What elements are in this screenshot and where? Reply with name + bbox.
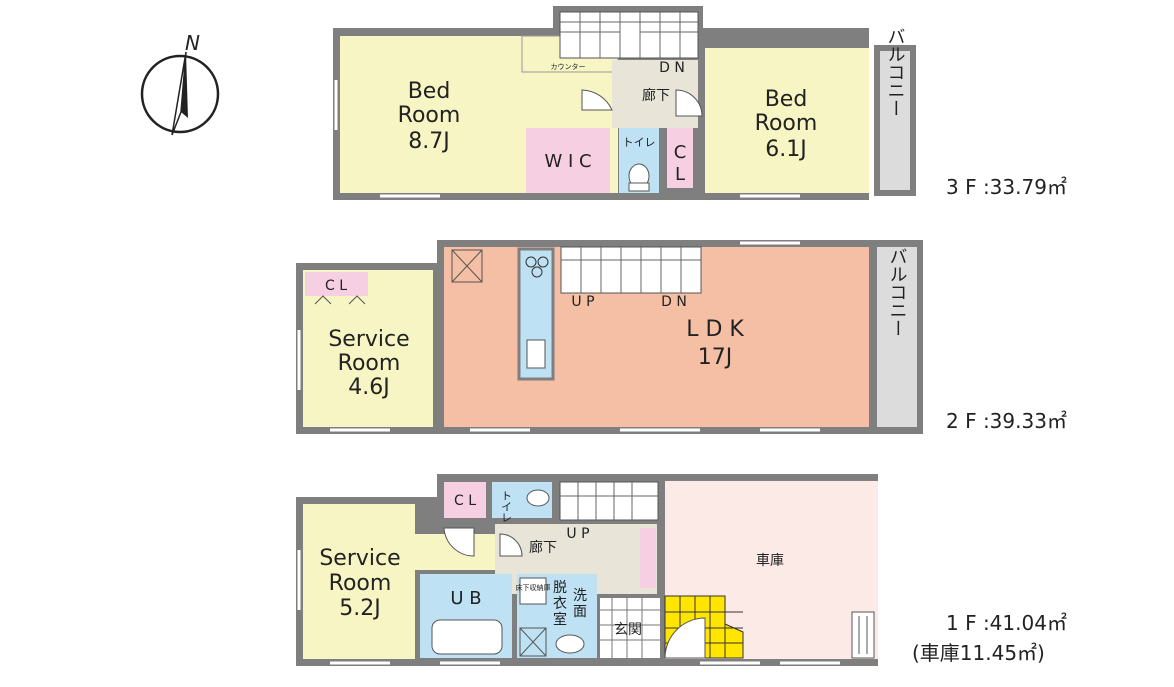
svg-text:Room: Room bbox=[338, 351, 401, 376]
svg-text:トイレ: トイレ bbox=[623, 136, 656, 149]
svg-text:L: L bbox=[675, 164, 685, 185]
svg-text:衣: 衣 bbox=[553, 596, 567, 612]
svg-text:D N: D N bbox=[661, 294, 687, 310]
stairs-2f bbox=[560, 246, 702, 294]
floor-3: Bed Room 8.7J カウンター W I C 廊下 トイレ C L D N… bbox=[333, 6, 1067, 200]
garage-area: (車庫11.45㎡) bbox=[912, 641, 1045, 665]
bathtub-icon bbox=[431, 619, 503, 655]
door-swing bbox=[664, 617, 706, 659]
svg-text:8.7J: 8.7J bbox=[408, 129, 449, 154]
svg-text:廊下: 廊下 bbox=[642, 87, 670, 104]
service-room-2f bbox=[303, 270, 433, 427]
stairs-3f bbox=[559, 11, 699, 59]
floor-1-area: 1 F :41.04㎡ bbox=[946, 611, 1067, 635]
svg-text:Room: Room bbox=[398, 103, 461, 128]
svg-text:玄関: 玄関 bbox=[614, 621, 642, 638]
svg-text:C: C bbox=[674, 142, 687, 163]
door-swing bbox=[675, 89, 703, 117]
svg-text:Bed: Bed bbox=[765, 87, 808, 112]
svg-text:廊下: 廊下 bbox=[529, 539, 557, 556]
svg-text:室: 室 bbox=[553, 611, 567, 628]
toilet-bowl-icon bbox=[526, 489, 550, 507]
svg-text:トイレ: トイレ bbox=[500, 490, 513, 523]
washer-space bbox=[519, 627, 547, 657]
svg-text:U P: U P bbox=[571, 294, 594, 310]
svg-text:D N: D N bbox=[659, 60, 685, 76]
svg-text:6.1J: 6.1J bbox=[765, 137, 806, 162]
floor-1: C L トイレ Service Room 5.2J 廊下 U P U B 床下収… bbox=[296, 474, 1067, 666]
closet-3f bbox=[667, 128, 693, 188]
sink-icon bbox=[555, 634, 585, 654]
floor-storage bbox=[519, 577, 547, 605]
svg-text:C L: C L bbox=[325, 278, 347, 294]
shoe-closet bbox=[640, 528, 656, 588]
svg-text:17J: 17J bbox=[698, 345, 732, 370]
floor-3-area: 3 F :33.79㎡ bbox=[946, 175, 1067, 199]
svg-text:Bed: Bed bbox=[408, 79, 451, 104]
door-swing bbox=[499, 533, 523, 557]
stairs-1f bbox=[559, 481, 659, 521]
balcony-2f bbox=[877, 247, 917, 427]
svg-text:Room: Room bbox=[329, 571, 392, 596]
svg-text:Service: Service bbox=[319, 546, 400, 571]
svg-text:脱: 脱 bbox=[553, 580, 567, 596]
door-swing bbox=[443, 527, 475, 557]
svg-text:Room: Room bbox=[755, 111, 818, 136]
svg-text:C L: C L bbox=[454, 493, 476, 509]
entrance bbox=[600, 598, 660, 658]
closet-1f bbox=[444, 482, 486, 518]
sink-icon bbox=[526, 339, 546, 369]
service-room-1f bbox=[303, 504, 415, 659]
svg-text:バルコニー: バルコニー bbox=[885, 27, 906, 117]
compass: N bbox=[140, 31, 220, 136]
svg-text:Service: Service bbox=[328, 327, 409, 352]
svg-text:車庫: 車庫 bbox=[756, 552, 784, 569]
svg-text:U P: U P bbox=[566, 526, 589, 542]
svg-text:W I C: W I C bbox=[544, 151, 591, 172]
svg-text:L D K: L D K bbox=[686, 317, 744, 342]
svg-text:洗: 洗 bbox=[573, 588, 587, 604]
bedroom-3f-b bbox=[705, 48, 869, 193]
north-label: N bbox=[185, 31, 200, 55]
closet-2f bbox=[305, 272, 368, 296]
stove-icon bbox=[525, 256, 537, 268]
svg-text:5.2J: 5.2J bbox=[339, 596, 380, 621]
balcony-3f bbox=[874, 45, 916, 196]
wic bbox=[526, 128, 610, 193]
floor-2-area: 2 F :39.33㎡ bbox=[946, 409, 1067, 433]
svg-text:4.6J: 4.6J bbox=[348, 375, 389, 400]
svg-text:バルコニー: バルコニー bbox=[887, 247, 908, 337]
door-swing bbox=[581, 89, 613, 111]
svg-text:カウンター: カウンター bbox=[551, 62, 586, 71]
svg-text:床下収納庫: 床下収納庫 bbox=[516, 583, 551, 592]
svg-text:U B: U B bbox=[450, 588, 481, 609]
floor-2: C L Service Room 4.6J U P D N L D K 17J … bbox=[296, 240, 1067, 434]
fridge-space bbox=[451, 249, 483, 283]
svg-text:面: 面 bbox=[573, 604, 587, 620]
